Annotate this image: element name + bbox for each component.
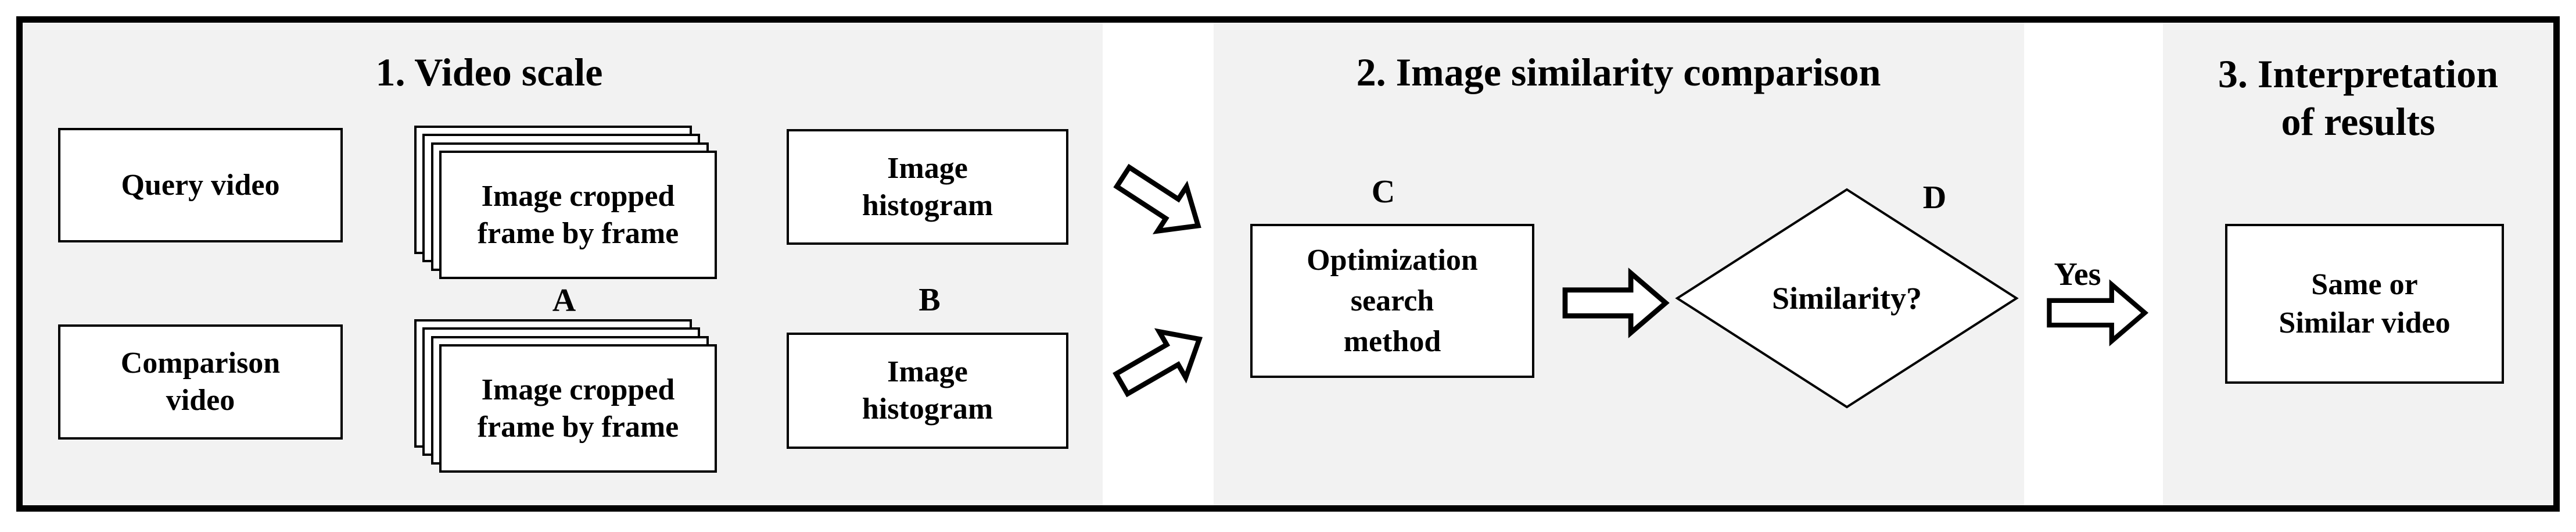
histogram-line2: histogram [862,188,993,222]
label-b: B [919,282,941,318]
section1-title: 1. Video scale [375,50,603,94]
section3-title-line2: of results [2281,99,2435,144]
image-histogram-box-comparison: Image histogram [787,333,1068,449]
cropped-frames-line2: frame by frame [477,410,679,444]
section2-title: 2. Image similarity comparison [1356,50,1881,94]
result-line1: Same or [2311,267,2418,301]
optimization-line1: Optimization [1307,243,1478,277]
label-d: D [1922,180,1947,216]
label-a: A [552,283,576,319]
cropped-frames-line1: Image cropped [481,179,675,213]
similarity-decision-diamond [1675,188,2019,409]
result-box: Same or Similar video [2225,224,2504,384]
cropped-frames-line1: Image cropped [481,373,675,406]
section3-title-line1: 3. Interpretation [2218,52,2499,96]
histogram-line1: Image [887,355,968,388]
histogram-line2: histogram [862,392,993,426]
result-line2: Similar video [2279,306,2451,340]
query-video-label: Query video [121,168,280,202]
block-arrow-yes-icon [2047,279,2149,347]
similarity-decision-label: Similarity? [1772,281,1922,316]
cropped-frames-box-query: Image cropped frame by frame [439,151,717,279]
block-arrow-right-icon [1562,267,1670,338]
optimization-line3: method [1343,324,1441,358]
block-arrow-down-right-icon [1113,163,1201,234]
section3-title: 3. Interpretation of results [2163,50,2553,145]
optimization-line2: search [1350,284,1434,317]
image-histogram-box-query: Image histogram [787,129,1068,245]
comparison-video-line1: Comparison [120,347,281,380]
optimization-method-box: Optimization search method [1250,224,1534,378]
comparison-video-line2: video [166,384,235,417]
label-yes: Yes [2054,256,2101,292]
histogram-line1: Image [887,151,968,185]
comparison-video-box: Comparison video [58,324,343,440]
cropped-frames-box-comparison: Image cropped frame by frame [439,344,717,473]
query-video-box: Query video [58,128,343,242]
cropped-frames-line2: frame by frame [477,216,679,250]
label-c: C [1371,174,1395,210]
block-arrow-up-right-icon [1113,328,1203,398]
figure-border [16,16,2560,512]
